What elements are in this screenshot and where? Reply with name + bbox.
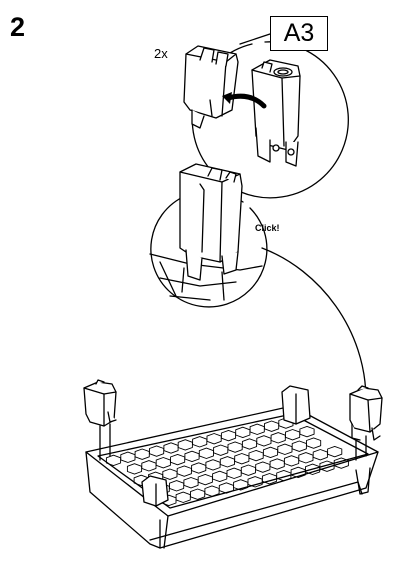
connector-assembled	[179, 163, 243, 281]
connector-left	[83, 379, 117, 461]
corner-post-front-left	[141, 475, 169, 507]
click-label: Click!	[255, 223, 280, 233]
connector-part-left	[183, 45, 239, 129]
quantity-label: 2x	[154, 46, 168, 61]
rotate-arrow-icon	[222, 92, 267, 109]
base-grid-detail	[149, 253, 263, 301]
step-number: 2	[10, 12, 26, 42]
hex-cell	[299, 425, 315, 438]
base-tray	[85, 405, 379, 549]
corner-post-back-right	[281, 385, 311, 425]
connector-right	[349, 385, 383, 461]
hex-cell	[327, 445, 343, 458]
hex-cell	[306, 437, 322, 449]
part-code-label: A3	[270, 16, 328, 51]
hex-cell	[333, 457, 349, 469]
detail-leader-line	[261, 247, 367, 401]
connector-part-right	[251, 59, 301, 167]
